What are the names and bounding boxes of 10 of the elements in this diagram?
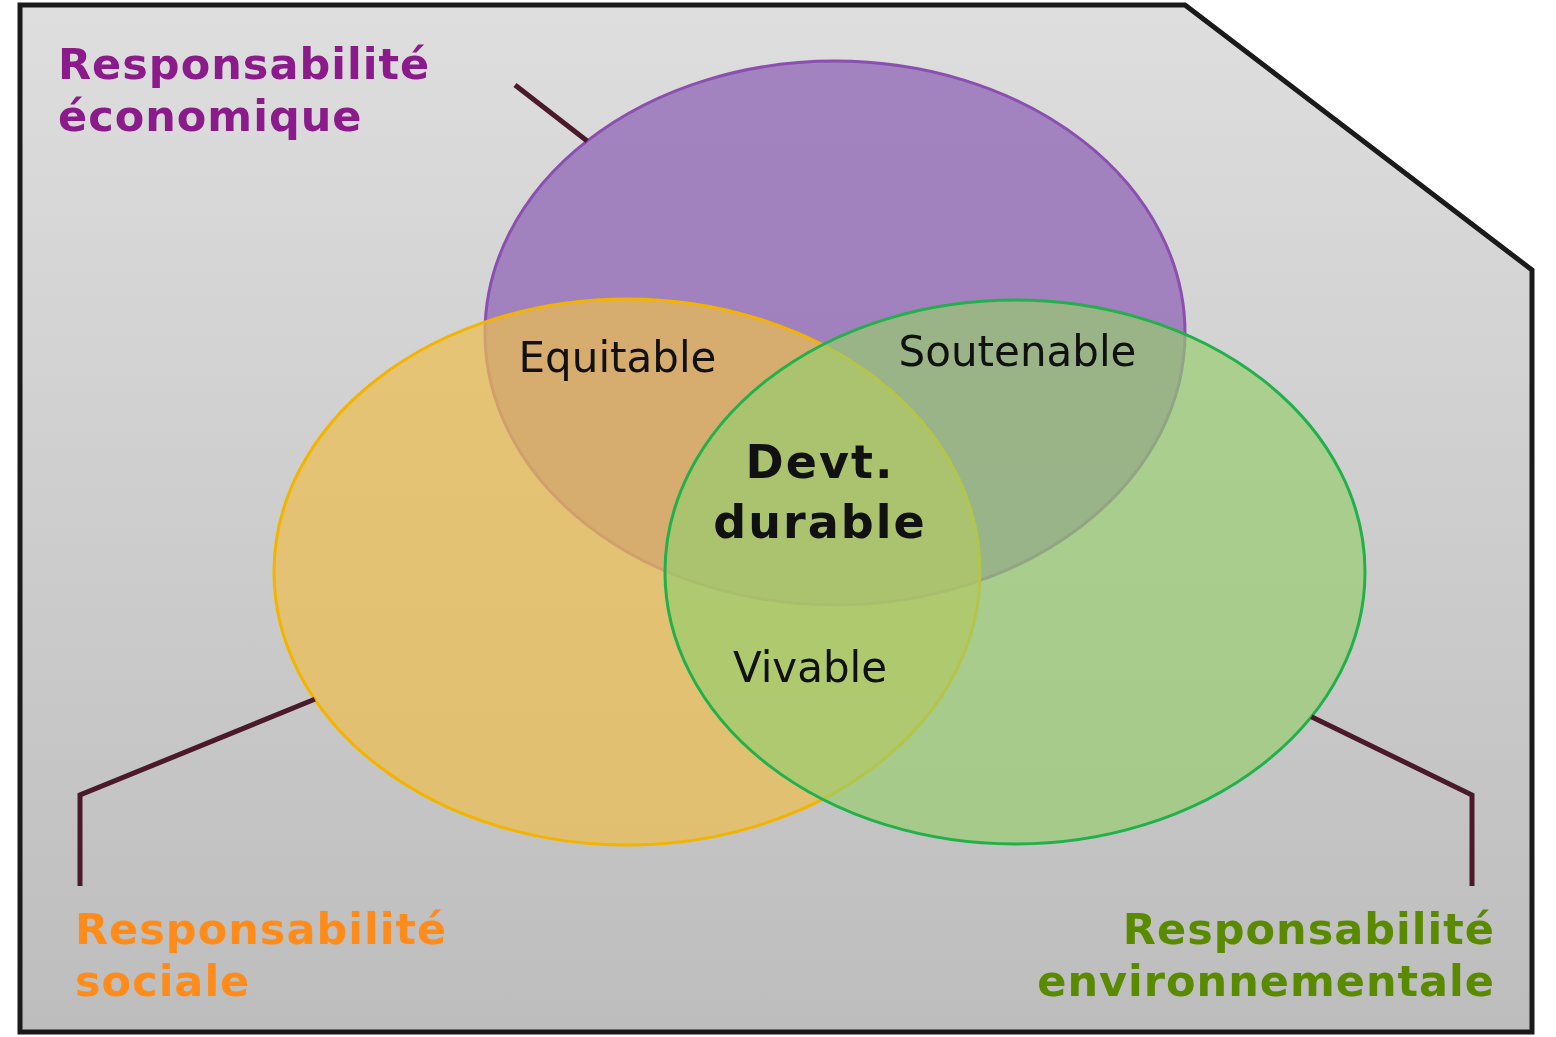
leader-line	[513, 83, 589, 143]
circle-title: Responsabilité économique	[58, 38, 432, 142]
center-label: Devt. durable	[712, 434, 928, 551]
overlap-label: Soutenable	[897, 326, 1138, 378]
overlap-label: Vivable	[731, 642, 889, 694]
overlap-label: Equitable	[517, 332, 718, 384]
leader-line	[77, 697, 316, 886]
circle-title: Responsabilité sociale	[75, 903, 449, 1007]
leader-line	[1310, 714, 1475, 886]
circle-title: Responsabilité environnementale	[1036, 903, 1495, 1007]
